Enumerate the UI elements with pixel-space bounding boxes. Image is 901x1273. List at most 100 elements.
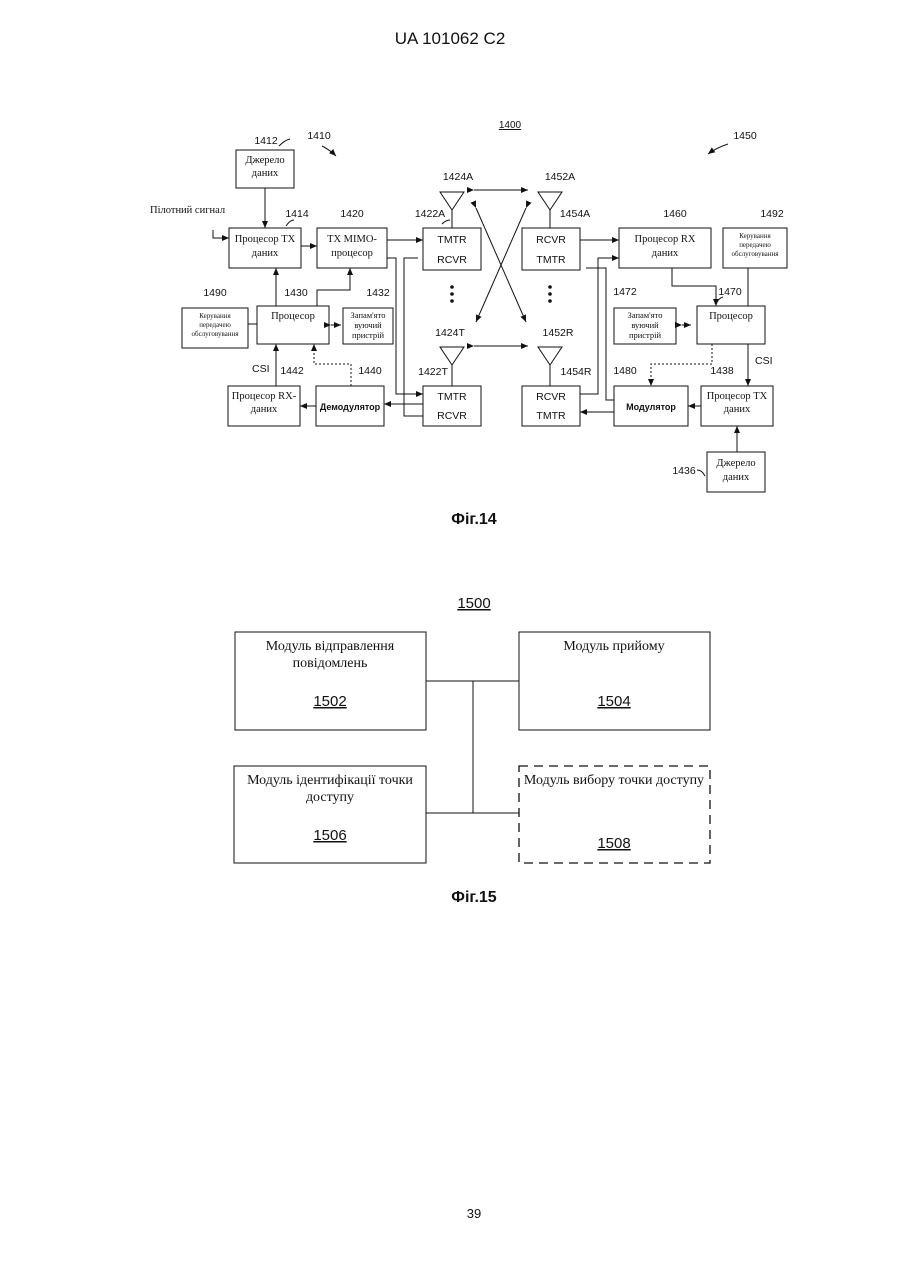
svg-text:Процесор TX: Процесор TX — [235, 234, 296, 245]
svg-text:повідомлень: повідомлень — [293, 656, 368, 671]
svg-text:Модуль відправлення: Модуль відправлення — [266, 639, 395, 654]
svg-text:обслуговування: обслуговування — [192, 330, 240, 338]
svg-text:Процесор TX: Процесор TX — [707, 391, 768, 402]
dotted-proc-r-to-mod — [651, 344, 712, 386]
svg-text:RCVR: RCVR — [437, 410, 467, 422]
figure-14: 1400 1410 1450 Джерело даних 1412 Пілотн… — [150, 120, 787, 528]
svg-text:даних: даних — [252, 168, 279, 179]
svg-text:1442: 1442 — [280, 365, 304, 377]
svg-text:доступу: доступу — [306, 790, 354, 805]
modulator-block: Модулятор 1480 — [613, 365, 688, 426]
svg-text:Процесор RX-: Процесор RX- — [232, 391, 297, 402]
module-message-sending: Модуль відправлення повідомлень 1502 — [235, 632, 426, 730]
svg-text:1460: 1460 — [663, 208, 687, 220]
processor-right-block: Процесор 1470 — [697, 286, 765, 344]
svg-text:Модуль прийому: Модуль прийому — [563, 639, 664, 654]
ellipsis-dots — [450, 285, 552, 303]
svg-text:1438: 1438 — [710, 365, 734, 377]
svg-text:даних: даних — [252, 248, 279, 259]
svg-text:даних: даних — [724, 404, 751, 415]
svg-text:обслуговування: обслуговування — [732, 250, 780, 258]
svg-text:1440: 1440 — [358, 365, 382, 377]
svg-text:1454R: 1454R — [561, 366, 592, 378]
handover-control-left-block: Керування передачею обслуговування 1490 — [182, 287, 248, 348]
tmtr-rcvr-t-block: TMTR RCVR 1422T — [418, 366, 481, 426]
pilot-arrow — [213, 230, 229, 238]
svg-text:вуючий: вуючий — [354, 320, 382, 330]
ref-1410: 1410 — [307, 130, 331, 142]
data-source-left-block: Джерело даних 1412 — [236, 135, 294, 188]
memory-right-block: Запам'ято вуючий пристрій 1472 — [613, 286, 676, 344]
svg-text:1414: 1414 — [285, 208, 309, 220]
svg-text:RCVR: RCVR — [536, 391, 566, 403]
connector-tmtr-a-to-demod — [404, 258, 423, 416]
svg-text:1452R: 1452R — [543, 327, 574, 339]
svg-text:передачею: передачею — [199, 321, 231, 329]
svg-text:передачею: передачею — [739, 241, 771, 249]
module-access-point-selection: Модуль вибору точки доступу 1508 — [519, 766, 710, 863]
svg-text:1452A: 1452A — [545, 171, 575, 183]
ref-1500: 1500 — [457, 595, 490, 612]
svg-text:TMTR: TMTR — [536, 410, 566, 422]
svg-text:RCVR: RCVR — [536, 234, 566, 246]
ref-1450: 1450 — [733, 130, 757, 142]
demodulator-block: Демодулятор 1440 — [316, 365, 384, 426]
connector-mod-to-tmtr-a — [586, 268, 614, 400]
data-source-right-block: Джерело даних 1436 — [672, 452, 765, 492]
svg-text:даних: даних — [251, 404, 278, 415]
svg-text:Джерело: Джерело — [245, 155, 284, 166]
svg-text:TMTR: TMTR — [536, 254, 566, 266]
svg-text:1424A: 1424A — [443, 171, 473, 183]
svg-text:1506: 1506 — [313, 827, 346, 844]
pilot-signal-label: Пілотний сигнал — [150, 205, 225, 216]
rx-data-processor-right-block: Процесор RX даних 1460 — [619, 208, 711, 268]
svg-text:1492: 1492 — [760, 208, 784, 220]
svg-text:1432: 1432 — [366, 287, 390, 299]
svg-text:пристрій: пристрій — [352, 330, 385, 340]
module-access-point-identification: Модуль ідентифікації точки доступу 1506 — [234, 766, 426, 863]
svg-text:TMTR: TMTR — [437, 234, 467, 246]
svg-text:Запам'ято: Запам'ято — [628, 310, 663, 320]
page-number: 39 — [467, 1206, 481, 1221]
rcvr-tmtr-r-block: RCVR TMTR 1454R — [522, 366, 592, 426]
svg-text:1504: 1504 — [597, 693, 630, 710]
ref-1400: 1400 — [499, 120, 522, 131]
svg-text:пристрій: пристрій — [629, 330, 662, 340]
tmtr-rcvr-a-block: TMTR RCVR 1422A — [415, 208, 481, 270]
ref-1412: 1412 — [254, 135, 278, 147]
figure-15: 1500 Модуль відправлення повідомлень 150… — [234, 595, 710, 906]
processor-left-block: Процесор 1430 — [257, 287, 329, 344]
svg-text:1472: 1472 — [613, 286, 637, 298]
tx-data-processor-right-block: Процесор TX даних 1438 — [701, 365, 773, 426]
svg-text:Запам'ято: Запам'ято — [351, 310, 386, 320]
svg-text:Процесор: Процесор — [271, 311, 315, 322]
svg-text:Процесор: Процесор — [709, 311, 753, 322]
svg-text:даних: даних — [723, 472, 750, 483]
svg-text:процесор: процесор — [331, 248, 373, 259]
tx-mimo-processor-block: TX MIMO- процесор 1420 — [317, 208, 387, 268]
tx-data-processor-block: Процесор TX даних 1414 — [229, 208, 309, 268]
rcvr-tmtr-a-block: RCVR TMTR 1454A — [522, 208, 590, 270]
patent-header: UA 101062 C2 — [395, 29, 506, 48]
connector-rxproc-to-proc-r — [672, 268, 716, 306]
memory-left-block: Запам'ято вуючий пристрій 1432 — [343, 287, 393, 344]
ref-1410-arrow — [322, 146, 336, 156]
svg-text:даних: даних — [652, 248, 679, 259]
svg-text:1508: 1508 — [597, 835, 630, 852]
svg-text:TX MIMO-: TX MIMO- — [327, 234, 377, 245]
svg-text:Керування: Керування — [199, 312, 231, 320]
svg-text:1480: 1480 — [613, 365, 637, 377]
ref-1450-arrow — [708, 144, 728, 154]
svg-text:1430: 1430 — [284, 287, 308, 299]
svg-text:Модуль вибору точки доступу: Модуль вибору точки доступу — [524, 773, 704, 788]
svg-text:Модуль ідентифікації точки: Модуль ідентифікації точки — [247, 773, 413, 788]
svg-text:1490: 1490 — [203, 287, 227, 299]
svg-text:1424T: 1424T — [435, 327, 465, 339]
svg-text:Джерело: Джерело — [716, 458, 755, 469]
svg-text:Керування: Керування — [739, 232, 771, 240]
connector-proc-l-to-mimo — [317, 268, 350, 306]
svg-text:Процесор RX: Процесор RX — [635, 234, 696, 245]
svg-text:вуючий: вуючий — [631, 320, 659, 330]
